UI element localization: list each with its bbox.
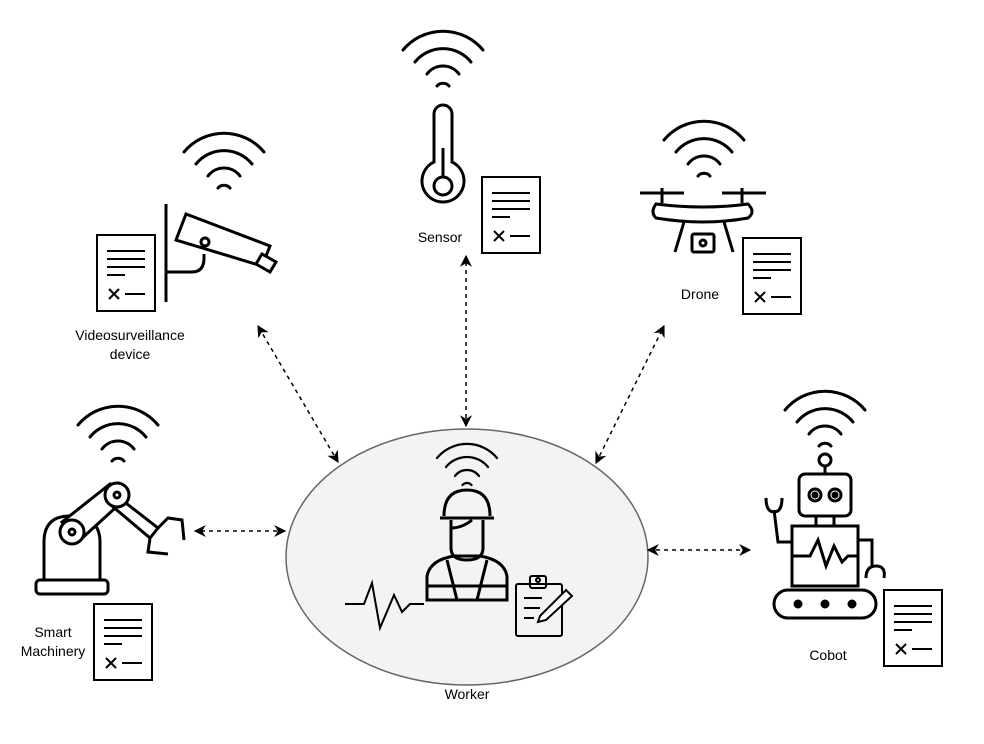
robot-icon — [764, 452, 886, 620]
videosurveillance-label: Videosurveillance device — [50, 326, 210, 364]
clipboard-icon — [515, 575, 574, 637]
drone-label: Drone — [680, 286, 720, 302]
cobot-label: Cobot — [809, 647, 847, 663]
document-icon — [96, 234, 156, 312]
drone-icon — [640, 188, 766, 254]
videosurveillance-label-line1: Videosurveillance — [75, 327, 185, 343]
edges — [193, 254, 752, 556]
document-icon — [742, 237, 802, 315]
wifi-icon — [783, 389, 867, 448]
thermometer-icon — [420, 103, 466, 204]
worker-icon — [425, 488, 509, 602]
edge-worker-drone — [595, 324, 665, 465]
cctv-camera-icon — [164, 204, 279, 302]
worker-label: Worker — [444, 686, 490, 702]
smart-machinery-label: Smart Machinery — [10, 623, 96, 661]
robotic-arm-icon — [34, 481, 186, 596]
smart-machinery-label-line2: Machinery — [20, 643, 86, 659]
wifi-icon — [182, 131, 266, 190]
heartbeat-icon — [345, 579, 424, 632]
drone-node[interactable] — [640, 119, 802, 315]
smart-machinery-node[interactable] — [34, 404, 186, 681]
edge-worker-videosurveillance — [257, 324, 339, 464]
cobot-node[interactable] — [764, 389, 943, 667]
sensor-label: Sensor — [417, 229, 463, 245]
videosurveillance-label-line2: device — [109, 346, 151, 362]
document-icon — [883, 589, 943, 667]
videosurveillance-node[interactable] — [96, 131, 279, 312]
worker-node[interactable] — [345, 442, 574, 637]
wifi-icon — [662, 119, 746, 178]
document-icon — [93, 603, 153, 681]
smart-machinery-label-line1: Smart — [34, 624, 72, 640]
wifi-icon — [76, 404, 160, 463]
sensor-node[interactable] — [401, 29, 541, 254]
wifi-icon — [401, 29, 485, 88]
document-icon — [481, 176, 541, 254]
